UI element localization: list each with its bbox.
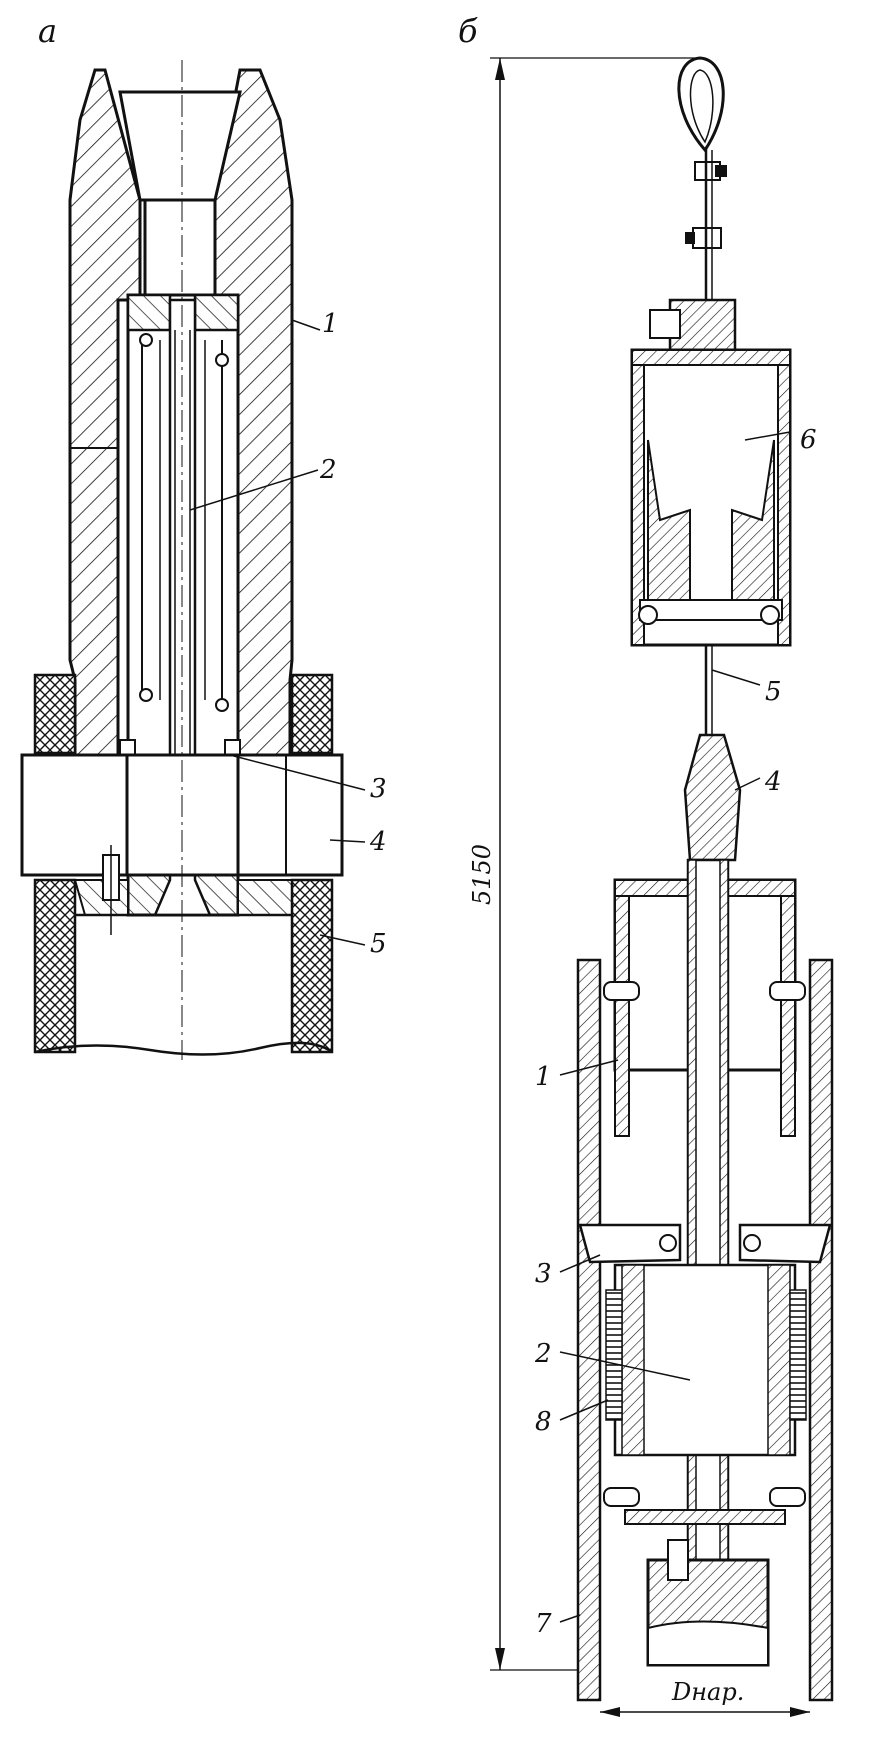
- label-a-5: 5: [370, 929, 387, 959]
- cone-4: [683, 733, 742, 862]
- hanging-loop: [677, 56, 725, 153]
- label-a-3: 3: [370, 774, 387, 804]
- dimension-height-text: 5150: [468, 844, 496, 905]
- label-b-7: 7: [535, 1609, 552, 1639]
- label-b-3: 3: [535, 1259, 552, 1289]
- label-b-1: 1: [535, 1062, 552, 1092]
- casing-7: [576, 958, 834, 1702]
- label-b-6: 6: [800, 425, 817, 455]
- upper-cup-6: [630, 298, 792, 647]
- pipe-5-right-upper: [290, 673, 334, 755]
- pipe-5-right-lower: [290, 878, 334, 1054]
- coil: [215, 698, 229, 712]
- label-b-8: 8: [535, 1407, 552, 1437]
- inner-chamber-top-right: [193, 293, 240, 332]
- label-b-2: 2: [534, 1339, 552, 1369]
- crossbar-3: [578, 1223, 682, 1264]
- pipe-5-left-lower: [33, 878, 77, 1054]
- spring-8-left: [605, 1289, 623, 1421]
- coil: [139, 333, 153, 347]
- pipe-5-left-upper: [33, 673, 77, 755]
- lower-cylinder: [603, 1263, 807, 1525]
- label-a-4: 4: [369, 827, 387, 857]
- coil: [215, 353, 229, 367]
- inner-chamber-top-left: [126, 293, 172, 332]
- panel-b: б 5150: [458, 12, 834, 1717]
- label-b-4: 4: [764, 767, 782, 797]
- dimension-diameter-text: Dнар.: [671, 1678, 744, 1706]
- coil: [139, 688, 153, 702]
- coupling-right-ring: [236, 753, 344, 877]
- label-a-1: 1: [322, 309, 339, 339]
- label-b-5: 5: [765, 677, 782, 707]
- spring-8-right: [789, 1289, 807, 1421]
- panel-a-letter: а: [38, 12, 57, 50]
- panel-b-letter: б: [458, 12, 478, 50]
- panel-a: а: [20, 12, 387, 1060]
- label-a-2: 2: [319, 455, 337, 485]
- inlet-neck: [143, 198, 217, 302]
